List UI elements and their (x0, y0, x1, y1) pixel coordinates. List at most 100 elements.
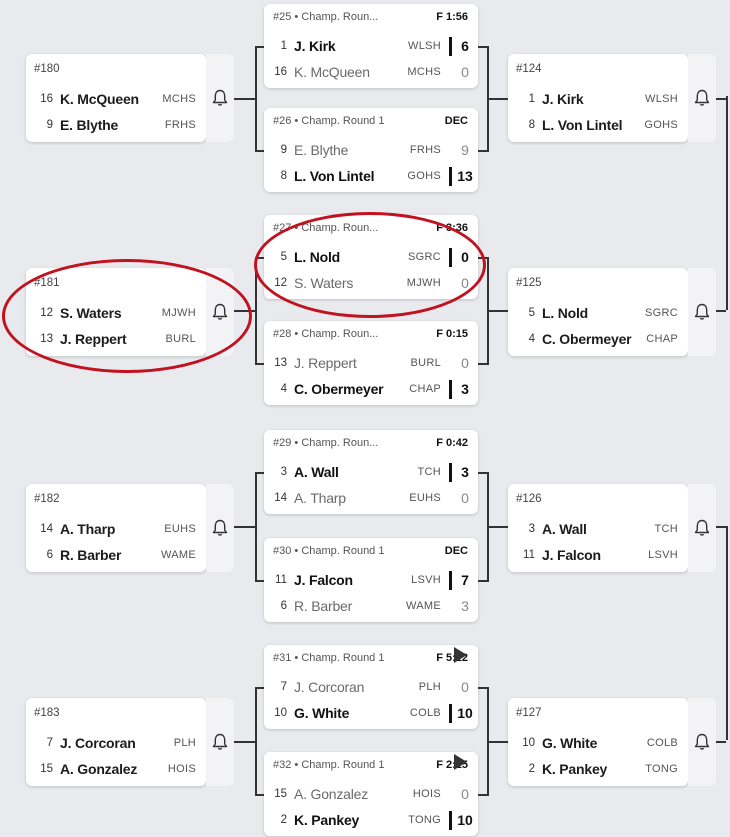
wrestler-name: J. Corcoran (60, 735, 136, 751)
score: 3 (461, 598, 469, 614)
bracket-line (478, 687, 488, 689)
bracket-line (255, 794, 264, 796)
bracket-line (487, 740, 508, 743)
wrestler-name: A. Wall (294, 464, 339, 480)
bracket-line (255, 363, 264, 365)
bell-icon (694, 519, 710, 536)
match-number: #125 (516, 277, 542, 289)
play-icon[interactable] (454, 754, 467, 770)
team-code: WLSH (645, 93, 678, 105)
seed: 2 (280, 814, 287, 826)
bracket-line (716, 526, 726, 528)
seed: 9 (280, 144, 287, 156)
wrestler-name: R. Barber (294, 598, 353, 614)
wrestler-name: A. Tharp (294, 490, 346, 506)
match-label: #26 • Champ. Round 1 (273, 115, 385, 127)
seed: 10 (274, 707, 287, 719)
seed: 8 (528, 119, 535, 131)
wrestler-name: G. White (294, 705, 350, 721)
wrestler-name: A. Gonzalez (294, 786, 369, 802)
bell-button[interactable] (688, 268, 716, 356)
match-label: #32 • Champ. Round 1 (273, 759, 385, 771)
bracket-line (255, 472, 257, 580)
match-number: #127 (516, 707, 542, 719)
score: 0 (461, 786, 469, 802)
wrestler-name: J. Falcon (294, 572, 353, 588)
match-label: #31 • Champ. Round 1 (273, 652, 385, 664)
bell-icon (212, 519, 228, 536)
bracket-line (478, 580, 488, 582)
team-code: TONG (408, 814, 441, 826)
bracket-line (255, 472, 264, 474)
bell-button[interactable] (206, 484, 234, 572)
bell-button[interactable] (206, 698, 234, 786)
bracket-line (234, 98, 256, 100)
score: 9 (461, 142, 469, 158)
bracket-line (255, 257, 257, 363)
wrestler-name: R. Barber (60, 547, 122, 563)
team-code: BURL (410, 357, 441, 369)
bell-button[interactable] (688, 54, 716, 142)
match-number: #126 (516, 493, 542, 505)
bracket-line (478, 794, 488, 796)
bell-button[interactable] (688, 484, 716, 572)
match-number: #180 (34, 63, 60, 75)
team-code: SGRC (645, 307, 678, 319)
bracket-line (716, 740, 726, 743)
play-icon[interactable] (454, 647, 467, 663)
match-label: #28 • Champ. Roun... (273, 328, 379, 340)
seed: 5 (528, 307, 535, 319)
bell-button[interactable] (206, 54, 234, 142)
bracket-line (487, 98, 508, 100)
seed: 15 (40, 763, 53, 775)
bell-button[interactable] (688, 698, 716, 786)
team-code: TCH (654, 523, 678, 535)
match-result: F 1:56 (436, 11, 468, 23)
wrestler-name: J. Corcoran (294, 679, 365, 695)
